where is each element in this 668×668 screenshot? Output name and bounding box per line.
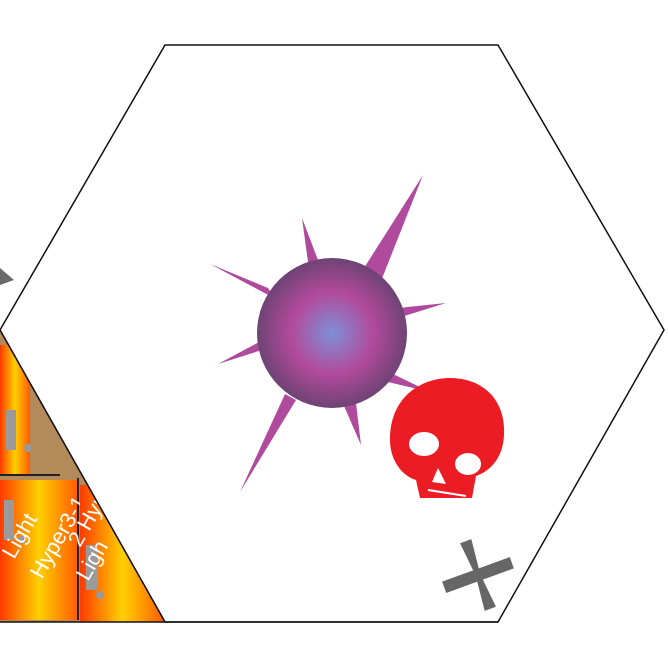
orb-spike <box>364 175 423 281</box>
orb-spike <box>240 394 296 492</box>
syringe-icon <box>6 410 16 450</box>
orb-spike <box>302 218 318 262</box>
orb-body <box>257 258 407 408</box>
edge-arrow-icon <box>0 268 14 285</box>
card-2[interactable]: Light Hyper3-1 <box>0 478 92 620</box>
orb-spike <box>344 403 361 445</box>
card-1[interactable] <box>0 345 60 476</box>
skull-nose <box>432 468 446 484</box>
skull-teeth <box>427 489 467 497</box>
hex-tile-edge <box>0 329 166 623</box>
syringe-tip-icon <box>96 591 104 599</box>
orb-spike <box>218 340 263 364</box>
skull-eye-left <box>409 432 439 456</box>
syringe-tip-icon <box>18 536 26 544</box>
syringe-icon <box>4 500 14 540</box>
orb-spike <box>398 303 446 318</box>
orb-spike <box>210 264 274 298</box>
syringe-tip-icon <box>24 444 32 452</box>
skull-icon[interactable] <box>390 378 505 498</box>
skull-eye-right <box>455 453 481 475</box>
syringe-icon <box>86 545 98 590</box>
cross-icon[interactable] <box>432 529 524 621</box>
